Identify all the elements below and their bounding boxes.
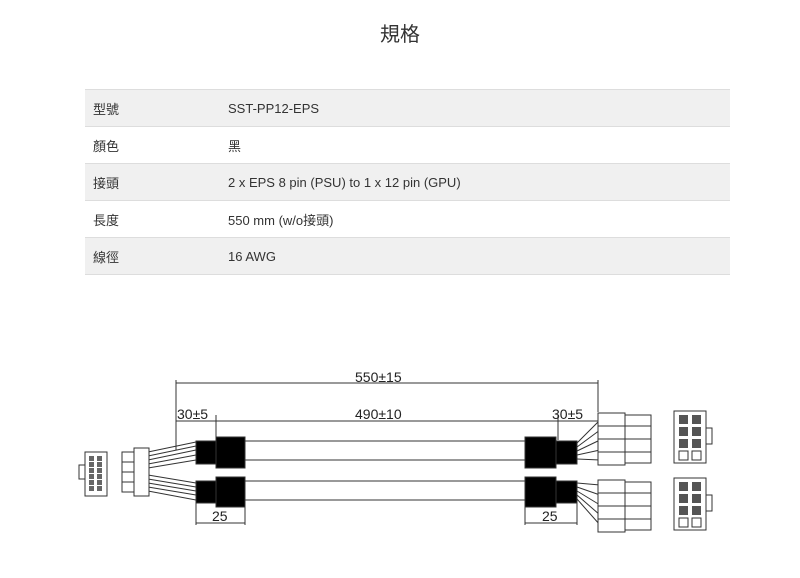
spec-row-connector: 接頭 2 x EPS 8 pin (PSU) to 1 x 12 pin (GPU… [85,164,730,201]
spec-value: 550 mm (w/o接頭) [228,212,334,228]
spec-label: 接頭 [93,175,120,191]
spec-row-model: 型號 SST-PP12-EPS [85,90,730,127]
spec-table: 型號 SST-PP12-EPS 顏色 黑 接頭 2 x EPS 8 pin (PSU)… [85,89,730,275]
page-title: 規格 [380,24,420,46]
dim-left-end: 30±5 [177,406,208,422]
spec-row-gauge: 線徑 16 AWG [85,238,730,275]
gpu-12pin-pinout [78,451,108,497]
spec-label: 顏色 [93,138,120,154]
dim-middle: 490±10 [355,406,402,422]
spec-row-length: 長度 550 mm (w/o接頭) [85,201,730,238]
eps-8pin-connector-lower [597,479,652,533]
gpu-12pin-connector [121,447,150,497]
dim-right-end: 30±5 [552,406,583,422]
spec-label: 長度 [93,212,120,228]
eps-8pin-connector-upper [597,412,652,466]
eps-8pin-pinout-lower [673,477,713,531]
eps-8pin-pinout-upper [673,410,713,464]
spec-label: 型號 [93,101,120,117]
spec-value: 黑 [228,138,242,154]
cable-lower [147,474,601,526]
dim-right-sleeve: 25 [542,508,558,524]
dim-left-sleeve: 25 [212,508,228,524]
spec-label: 線徑 [93,249,120,265]
spec-row-color: 顏色 黑 [85,127,730,164]
spec-value: 16 AWG [228,248,276,264]
spec-value: SST-PP12-EPS [228,100,320,116]
cable-upper [147,419,601,469]
dim-total: 550±15 [355,369,402,385]
spec-value: 2 x EPS 8 pin (PSU) to 1 x 12 pin (GPU) [228,174,461,190]
